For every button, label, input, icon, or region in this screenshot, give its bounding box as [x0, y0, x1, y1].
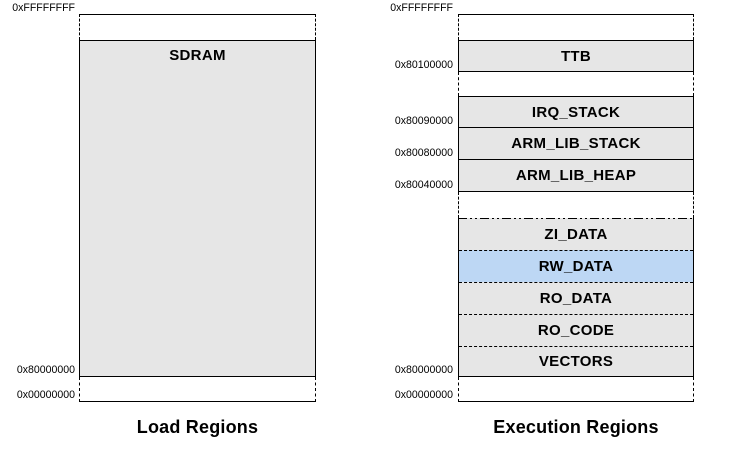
address-label-00000000-left: 0x00000000 [16, 389, 75, 401]
memory-gap-bottom-right [458, 377, 694, 402]
execution-regions-title: Execution Regions [493, 417, 659, 437]
region-label-ro-code: RO_CODE [537, 322, 615, 339]
region-irq-stack: IRQ_STACK [458, 96, 694, 128]
address-label-80090000: 0x80090000 [394, 115, 453, 127]
address-label-ffffffff-right: 0xFFFFFFFF [390, 2, 453, 14]
load-regions-title: Load Regions [136, 417, 259, 437]
region-vectors: VECTORS [459, 346, 693, 376]
address-label-80100000: 0x80100000 [394, 59, 453, 71]
address-label-80080000: 0x80080000 [394, 147, 453, 159]
region-label-sdram: SDRAM [169, 47, 226, 64]
address-label-80000000-left: 0x80000000 [16, 364, 75, 376]
memory-gap-lower-right [458, 192, 694, 218]
region-rw-data: RW_DATA [459, 250, 693, 282]
region-sdram: SDRAM [79, 40, 316, 377]
address-label-00000000-right: 0x00000000 [394, 389, 453, 401]
region-label-ro-data: RO_DATA [539, 290, 613, 307]
region-label-irq-stack: IRQ_STACK [531, 103, 621, 121]
region-label-arm-lib-stack: ARM_LIB_STACK [511, 135, 641, 152]
region-zi-data: ZI_DATA [459, 218, 693, 250]
region-ro-data: RO_DATA [459, 282, 693, 314]
region-ro-code: RO_CODE [459, 314, 693, 346]
address-label-80040000: 0x80040000 [394, 179, 453, 191]
address-label-80000000-right: 0x80000000 [394, 364, 453, 376]
region-label-vectors: VECTORS [538, 353, 614, 370]
address-label-ffffffff-left: 0xFFFFFFFF [12, 2, 76, 14]
region-label-zi-data: ZI_DATA [544, 225, 608, 243]
image-regions-stack: ZI_DATA RW_DATA RO_DATA RO_CODE VECTORS [458, 218, 694, 377]
region-ttb: TTB [458, 40, 694, 72]
region-label-arm-lib-heap: ARM_LIB_HEAP [515, 167, 637, 184]
memory-gap-top-left [79, 14, 316, 40]
region-label-rw-data: RW_DATA [538, 258, 614, 275]
region-label-ttb: TTB [560, 47, 592, 65]
region-arm-lib-stack: ARM_LIB_STACK [458, 128, 694, 160]
memory-gap-top-right [458, 14, 694, 40]
memory-gap-middle-right [458, 72, 694, 96]
memory-gap-bottom-left [79, 377, 316, 402]
region-arm-lib-heap: ARM_LIB_HEAP [458, 160, 694, 192]
